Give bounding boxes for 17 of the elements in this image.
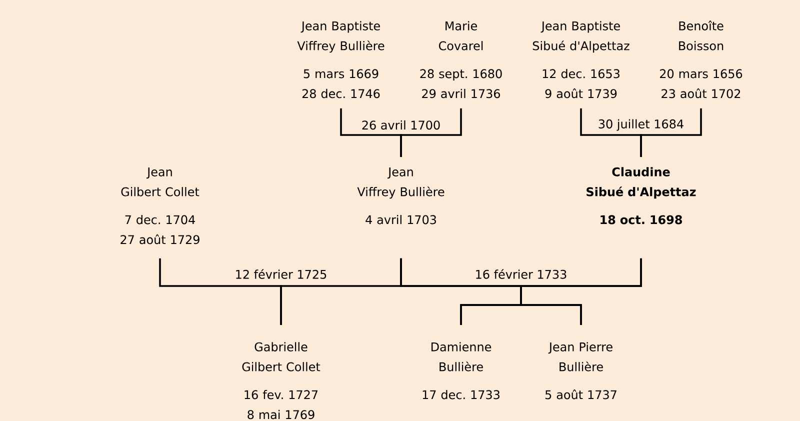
edge-label: 30 juillet 1684: [596, 118, 686, 132]
person-entry: Jean Gilbert Collet 7 dec. 1704 27 août 1729: [120, 167, 200, 244]
person-entry: Jean Viffrey Bullière 4 avril 1703: [357, 167, 444, 224]
person-entry: Damienne Bullière 17 dec. 1733: [422, 342, 500, 400]
person-entry: Jean Pierre Bullière 5 août 1737: [545, 342, 616, 400]
edge-label: 16 février 1733: [474, 268, 568, 280]
connector-line: [400, 108, 462, 157]
person-entry: Benoîte Boisson 20 mars 1656 23 août 1702: [660, 20, 742, 98]
connector-line: [520, 258, 642, 325]
person-entry: Jean Baptiste Sibué d'Alpettaz 12 dec. 1653 9 août 1739: [532, 21, 630, 98]
person-entry: Jean Baptiste Viffrey Bullière 5 mars 1669 28 dec. 1746: [297, 21, 384, 98]
person-entry: Marie Covarel 28 sept. 1680 29 avril 1736: [420, 21, 502, 98]
connector-line: [640, 108, 702, 157]
edge-label: 12 février 1725: [234, 268, 328, 280]
person-entry: Gabrielle Gilbert Collet 16 fev. 1727 8 mai 1769: [242, 342, 320, 420]
edge-label: 26 avril 1700: [360, 119, 442, 131]
person-entry: Claudine Sibué d'Alpettaz 18 oct. 1698: [586, 167, 696, 224]
